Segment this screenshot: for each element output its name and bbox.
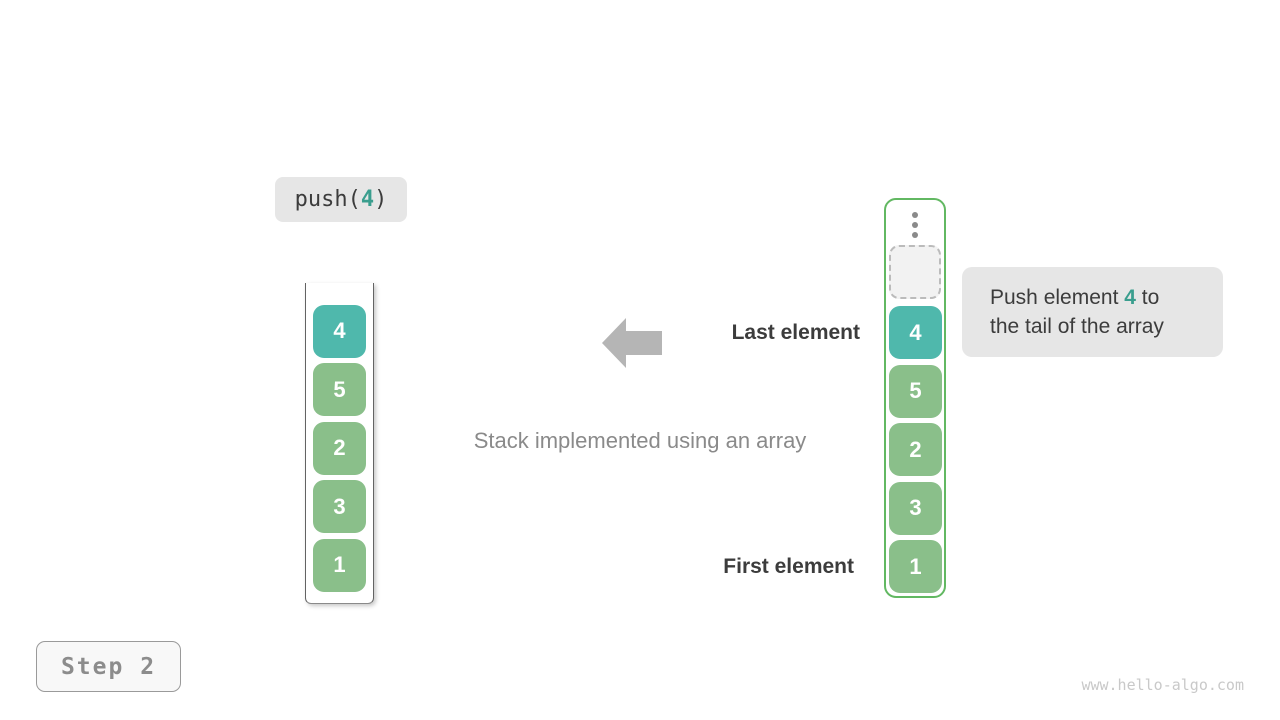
stack-cell: 5 [889, 364, 942, 418]
operation-value: 4 [360, 187, 375, 212]
array-cell: 3 [313, 480, 366, 533]
operation-badge: push(4) [275, 177, 407, 222]
callout-bubble: Push element 4 to the tail of the array [962, 267, 1223, 357]
array-stack-container: 4 5 2 3 1 [305, 283, 374, 604]
array-cell: 2 [313, 421, 366, 475]
operation-suffix: ) [374, 187, 388, 212]
ellipsis-icon [886, 212, 944, 238]
empty-slot [889, 245, 941, 299]
last-element-label: Last element [731, 321, 860, 344]
stack-cell: 3 [889, 481, 942, 535]
caption-text: Stack implemented using an array [473, 428, 807, 453]
dot [912, 212, 918, 218]
first-element-label: First element [723, 555, 854, 578]
dot [912, 222, 918, 228]
array-cell: 1 [313, 538, 366, 592]
array-cell: 4 [313, 304, 366, 358]
stack-cell: 1 [889, 540, 942, 593]
operation-prefix: push( [294, 187, 361, 212]
callout-line2: the tail of the array [990, 315, 1164, 338]
step-badge: Step 2 [36, 641, 181, 692]
dot [912, 232, 918, 238]
left-arrow-icon [602, 318, 662, 368]
stack-cell: 4 [889, 306, 942, 359]
callout-text-after: to [1135, 286, 1160, 309]
callout-text-before: Push element [990, 286, 1125, 309]
array-cell: 5 [313, 363, 366, 416]
stack-cell: 2 [889, 423, 942, 476]
callout-value: 4 [1124, 286, 1136, 309]
stack-container: 4 5 2 3 1 [884, 198, 946, 598]
watermark-text: www.hello-algo.com [1081, 676, 1244, 694]
